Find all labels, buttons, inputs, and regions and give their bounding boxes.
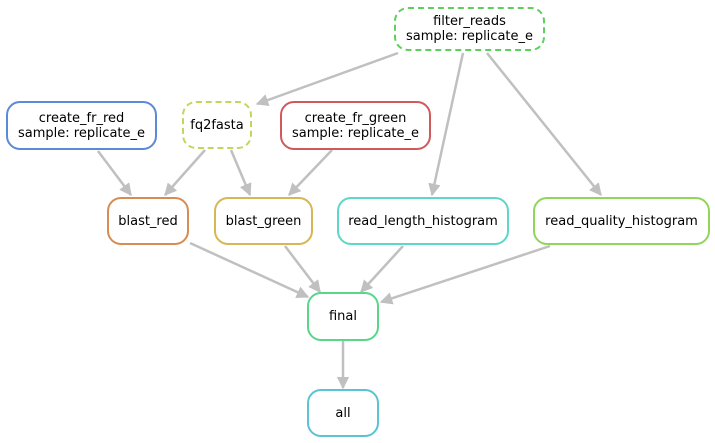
node-blast-red: blast_red — [107, 197, 189, 245]
node-create-fr-red: create_fr_red sample: replicate_e — [6, 101, 157, 150]
edge-create-fr-red-to-blast-red — [97, 150, 132, 196]
node-label: all — [335, 405, 351, 421]
node-filter-reads: filter_reads sample: replicate_e — [394, 7, 545, 51]
node-sublabel: sample: replicate_e — [405, 29, 534, 44]
node-label: fq2fasta — [190, 117, 244, 133]
node-blast-green: blast_green — [214, 197, 313, 245]
node-label: create_fr_green — [304, 110, 407, 126]
edge-fq2fasta-to-blast-red — [164, 149, 206, 196]
node-all: all — [307, 389, 379, 437]
node-fq2fasta: fq2fasta — [182, 101, 252, 149]
edge-filter-reads-to-read-length-histogram — [428, 52, 465, 197]
edge-filter-reads-to-fq2fasta — [255, 51, 399, 107]
node-final: final — [307, 292, 379, 341]
edge-fq2fasta-to-blast-green — [229, 149, 252, 197]
node-read-quality-histogram: read_quality_histogram — [533, 197, 710, 245]
edge-read-length-histogram-to-final — [360, 245, 404, 293]
node-label: create_fr_red — [38, 110, 125, 126]
node-sublabel: sample: replicate_e — [17, 125, 146, 141]
edge-filter-reads-to-read-quality-histogram — [486, 52, 602, 196]
edge-read-quality-histogram-to-final — [379, 244, 551, 305]
edge-create-fr-green-to-blast-green — [288, 149, 333, 196]
node-label: filter_reads — [433, 14, 506, 29]
edge-blast-green-to-final — [284, 245, 321, 293]
node-label: blast_red — [118, 213, 178, 229]
node-sublabel: sample: replicate_e — [291, 125, 420, 141]
node-label: final — [328, 309, 357, 324]
node-read-length-histogram: read_length_histogram — [337, 197, 509, 245]
node-create-fr-green: create_fr_green sample: replicate_e — [280, 101, 431, 150]
node-label: blast_green — [225, 213, 302, 229]
node-label: read_length_histogram — [348, 213, 498, 229]
node-label: read_quality_histogram — [545, 213, 698, 229]
edge-blast-red-to-final — [189, 241, 310, 299]
